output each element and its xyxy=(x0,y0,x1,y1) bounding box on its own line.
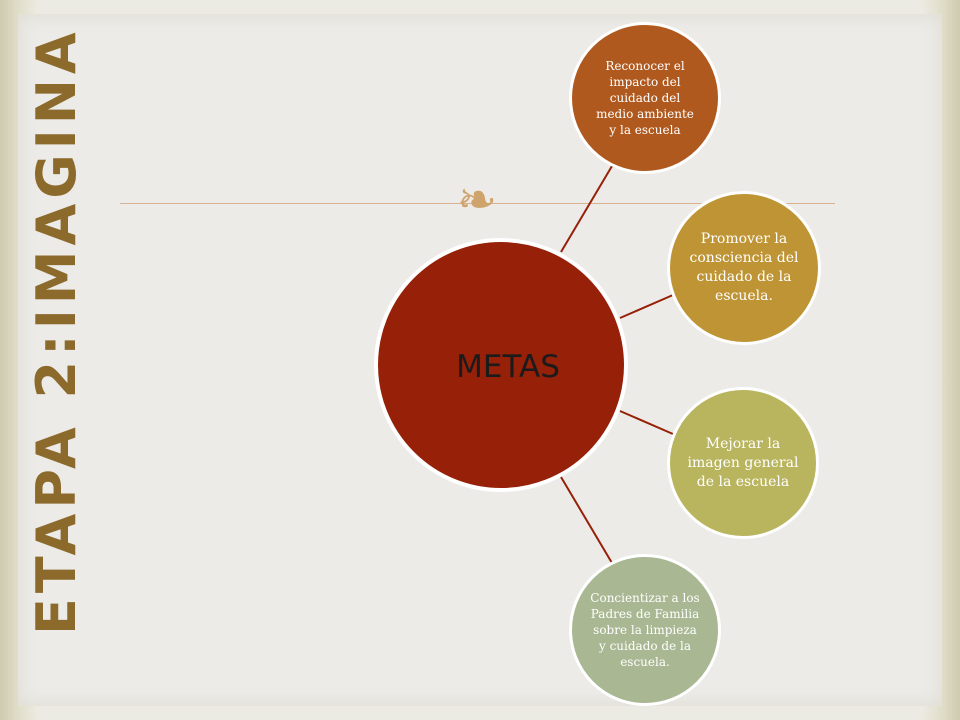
goal-label-1: Reconocer el impacto del cuidado del med… xyxy=(596,59,694,137)
connector-1 xyxy=(560,165,613,253)
goal-node-4: Concientizar a los Padres de Familia sob… xyxy=(569,554,721,706)
goal-node-3: Mejorar la imagen general de la escuela xyxy=(667,387,819,539)
goal-label-3: Mejorar la imagen general de la escuela xyxy=(687,435,799,490)
center-label: METAS xyxy=(456,349,560,385)
connector-2 xyxy=(619,294,674,319)
horizontal-rule xyxy=(120,203,835,204)
connector-4 xyxy=(560,476,613,564)
center-node: METAS xyxy=(374,238,628,492)
goal-node-1: Reconocer el impacto del cuidado del med… xyxy=(569,22,721,174)
goal-label-2: Promover la consciencia del cuidado de l… xyxy=(689,231,799,304)
connector-3 xyxy=(619,410,674,435)
goal-node-2: Promover la consciencia del cuidado de l… xyxy=(667,191,821,345)
ornament-icon: ❧ xyxy=(456,172,498,228)
goal-label-4: Concientizar a los Padres de Familia sob… xyxy=(590,591,700,669)
